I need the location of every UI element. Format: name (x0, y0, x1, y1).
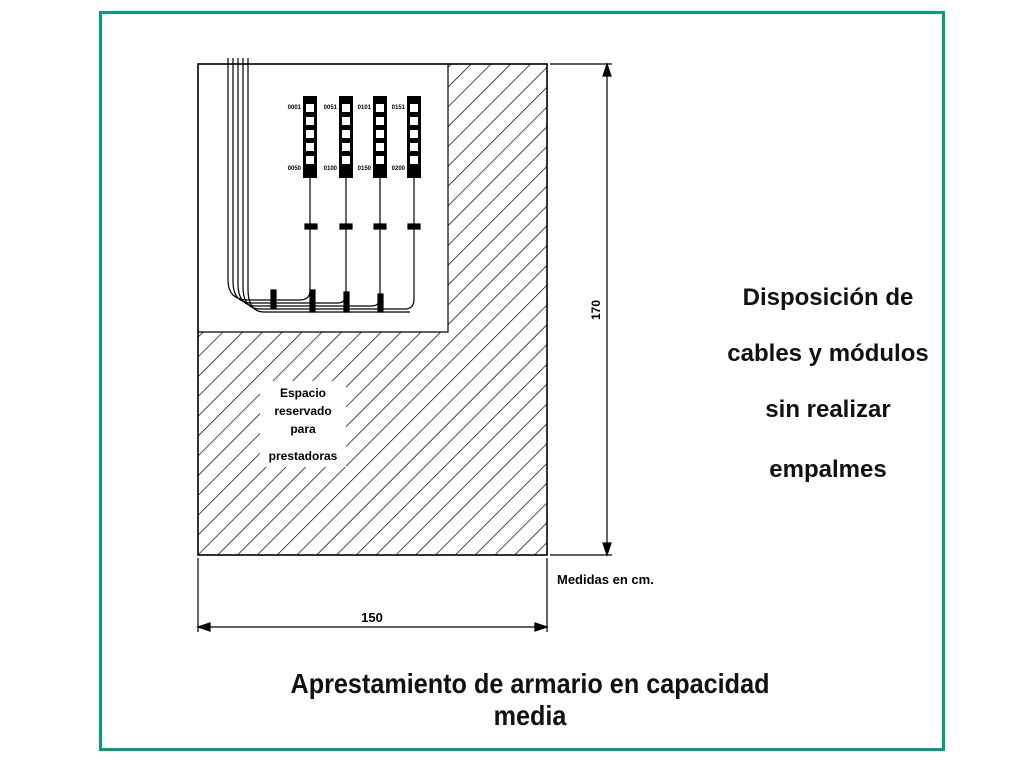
module-bottom-label: 0100 (324, 166, 338, 172)
reserved-label-line: para (290, 422, 316, 436)
side-note-line: sin realizar (765, 396, 891, 423)
side-note-line: cables y módulos (727, 340, 929, 367)
height-dimension-label: 170 (589, 300, 603, 320)
units-note: Medidas en cm. (557, 572, 654, 587)
side-note-line: empalmes (769, 456, 887, 483)
module-top-label: 0151 (392, 105, 406, 111)
slide-caption: Aprestamiento de armario en capacidad me… (290, 668, 770, 731)
width-dimension (196, 558, 549, 632)
reserved-label-line: prestadoras (269, 449, 338, 463)
height-dimension (550, 62, 612, 557)
terminal-module: 0051 0100 (324, 96, 353, 178)
module-bottom-label: 0050 (288, 166, 302, 172)
slide-frame (99, 11, 945, 751)
terminal-module: 0001 0050 (288, 96, 317, 178)
module-top-label: 0051 (324, 105, 338, 111)
upper-zone-border (198, 64, 449, 333)
module-bottom-label: 0150 (358, 166, 372, 172)
module-top-label: 0001 (288, 105, 302, 111)
reserved-space-label: Espacio reservado para prestadoras (260, 381, 346, 467)
reserved-label-line: reservado (274, 404, 331, 418)
reserved-label-line: Espacio (280, 386, 326, 400)
width-dimension-label: 150 (361, 610, 383, 625)
terminal-module: 0101 0150 (358, 96, 387, 178)
terminal-module: 0151 0200 (392, 96, 421, 178)
cabinet-outline (197, 63, 548, 556)
module-top-label: 0101 (358, 105, 372, 111)
terminal-modules: 0001 0050 0051 0100 0101 0150 0151 0200 (288, 96, 421, 178)
cable-bundle (227, 58, 421, 313)
side-note: Disposición de cables y módulos sin real… (718, 278, 938, 506)
side-note-line: Disposición de (742, 284, 914, 311)
module-bottom-label: 0200 (392, 166, 406, 172)
